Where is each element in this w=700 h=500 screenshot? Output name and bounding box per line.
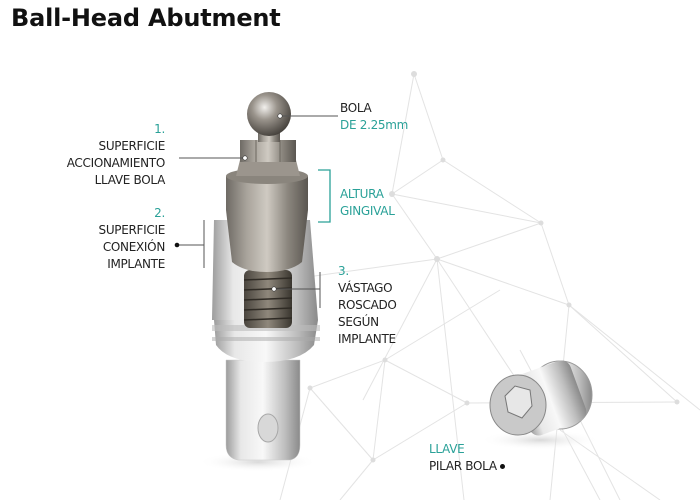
label-part2-line3: IMPLANTE [107,257,165,271]
label-part2: 2. SUPERFICIE CONEXIÓN IMPLANTE [40,205,166,273]
bullet-dot-icon [499,464,505,469]
page-title: Ball-Head Abutment [11,4,281,32]
label-part3-line3: SEGÚN [338,315,379,329]
abutment-image [198,92,320,472]
leader-dots [242,113,283,292]
label-part3-line4: IMPLANTE [338,332,396,346]
label-part3-line1: VÁSTAGO [338,281,393,295]
label-gingival-line1: ALTURA [340,187,384,201]
leader-dot-part2 [174,242,180,248]
label-part3-number: 3. [338,264,349,278]
gingival-bracket [318,169,331,223]
label-part1-line2: ACCIONAMIENTO [66,156,166,170]
label-part1: 1. SUPERFICIE ACCIONAMIENTO LLAVE BOLA [40,121,166,189]
label-part2-line2: CONEXIÓN [102,240,165,254]
label-part3-line2: ROSCADO [338,298,397,312]
label-key-line1: LLAVE [429,442,465,456]
label-key: LLAVE PILAR BOLA [429,441,505,475]
label-ball: BOLA DE 2.25mm [340,100,408,134]
label-key-line2: PILAR BOLA [429,459,497,473]
leader-lines [177,115,338,308]
label-ball-line1: BOLA [340,101,372,115]
label-part1-line3: LLAVE BOLA [94,173,166,187]
label-part2-number: 2. [154,206,165,220]
label-part2-line1: SUPERFICIE [98,223,166,237]
label-gingival-line2: GINGIVAL [340,204,395,218]
label-part1-line1: SUPERFICIE [98,139,166,153]
label-ball-size: DE 2.25mm [340,118,409,132]
label-gingival: ALTURA GINGIVAL [340,186,395,220]
key-image [480,360,600,450]
label-part1-number: 1. [154,122,165,136]
label-key-line2-wrap: PILAR BOLA [429,458,505,475]
label-part3: 3. VÁSTAGO ROSCADO SEGÚN IMPLANTE [338,263,397,348]
